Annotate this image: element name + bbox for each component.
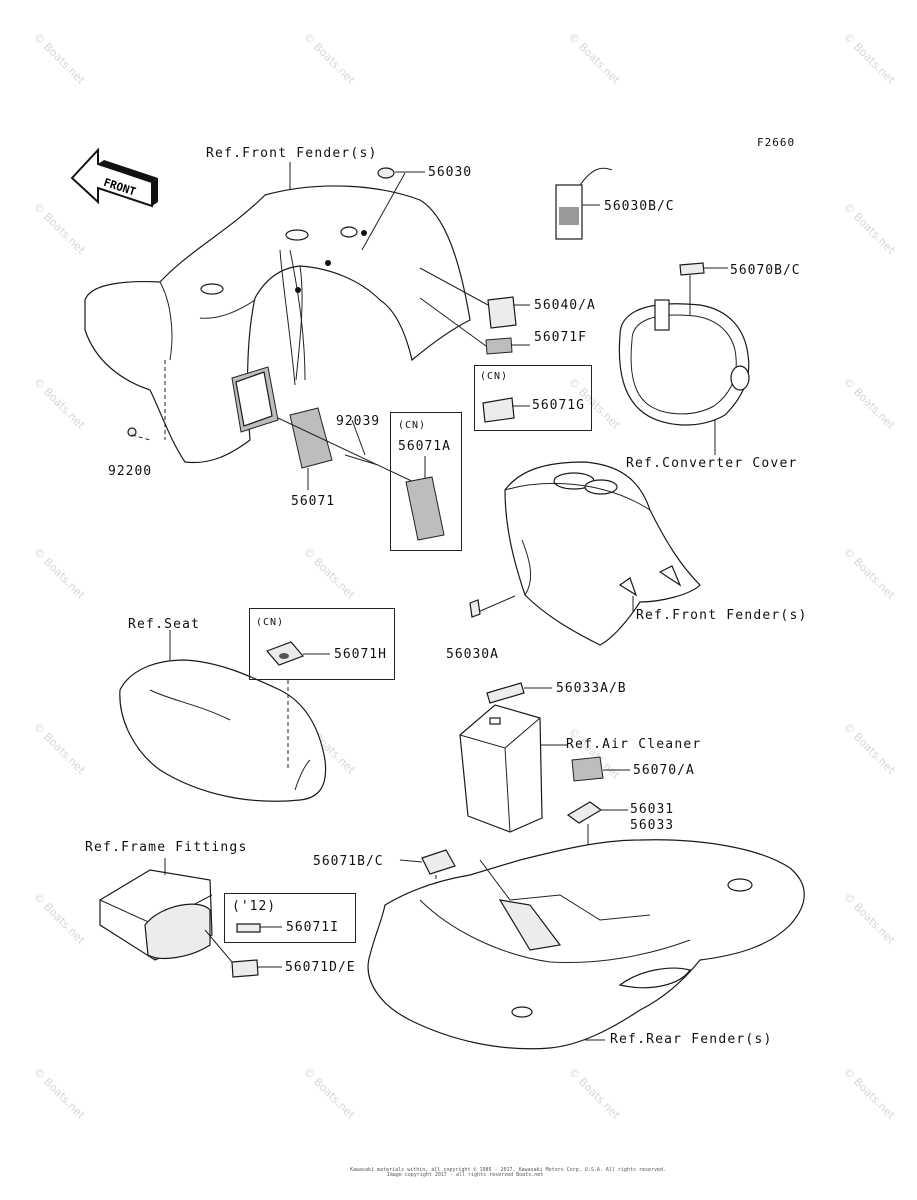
label-56070bc: 56070B/C	[730, 263, 801, 278]
label-56071i: 56071I	[286, 920, 339, 935]
label-ref-seat: Ref.Seat	[128, 617, 201, 632]
decal-56031	[566, 801, 603, 824]
air-cleaner	[459, 704, 568, 833]
label-cn-a: (CN)	[398, 420, 427, 431]
frame-fittings	[99, 858, 213, 961]
label-56040a: 56040/A	[534, 298, 596, 313]
label-year-12: ('12)	[232, 899, 277, 914]
decal-56070a	[571, 756, 604, 782]
label-ref-frame-fittings: Ref.Frame Fittings	[85, 840, 248, 855]
clip-92200	[127, 427, 137, 437]
decal-56071i	[236, 923, 261, 933]
label-56033ab: 56033A/B	[556, 681, 627, 696]
label-92200: 92200	[108, 464, 153, 479]
label-cn-g: (CN)	[480, 371, 509, 382]
seat	[119, 630, 327, 802]
label-56071h: 56071H	[334, 647, 387, 662]
decal-56071bc	[421, 849, 456, 875]
decal-56071f	[485, 337, 513, 355]
decal-56071	[289, 407, 333, 469]
decal-56040a	[487, 296, 517, 329]
converter-cover	[618, 299, 750, 455]
front-fender-mid	[477, 461, 701, 646]
clip-56030	[377, 167, 395, 179]
label-ref-converter-cover: Ref.Converter Cover	[626, 456, 798, 471]
label-56030bc: 56030B/C	[604, 199, 675, 214]
copyright-notice: Kawasaki materials within, all copyright…	[350, 1167, 667, 1178]
year-box-56071i	[224, 893, 356, 943]
label-56071a: 56071A	[398, 439, 451, 454]
front-arrow-icon: FRONT	[70, 147, 158, 208]
label-56071de: 56071D/E	[285, 960, 356, 975]
label-56070a: 56070/A	[633, 763, 695, 778]
label-56031: 56031	[630, 802, 675, 817]
label-56071f: 56071F	[534, 330, 587, 345]
decal-56033ab	[486, 682, 525, 704]
rear-fender	[367, 839, 805, 1050]
copyright-line-1: Kawasaki materials within, all copyright…	[350, 1167, 667, 1173]
cn-box-56071g	[474, 365, 592, 431]
decal-56070bc	[679, 262, 705, 276]
decal-56071a	[405, 476, 445, 541]
figure-code: F2660	[757, 136, 796, 149]
label-56071g: 56071G	[532, 398, 585, 413]
label-ref-air-cleaner: Ref.Air Cleaner	[566, 737, 702, 752]
label-56071bc: 56071B/C	[313, 854, 384, 869]
label-92039: 92039	[336, 414, 381, 429]
label-cn-h: (CN)	[256, 617, 285, 628]
front-fender-top	[84, 162, 471, 464]
label-56033: 56033	[630, 818, 675, 833]
decal-56071g	[482, 397, 515, 423]
tag-56030bc	[555, 167, 613, 240]
clip-56030a	[469, 599, 481, 618]
label-56071: 56071	[291, 494, 336, 509]
label-ref-rear-fender: Ref.Rear Fender(s)	[610, 1032, 773, 1047]
label-ref-front-fender-mid: Ref.Front Fender(s)	[636, 608, 808, 623]
cn-box-56071h	[249, 608, 395, 680]
cn-box-56071a	[390, 412, 462, 551]
label-56030: 56030	[428, 165, 473, 180]
decal-56071de	[231, 959, 259, 978]
copyright-line-2: Image copyright 2017 - all rights reserv…	[386, 1172, 544, 1178]
label-56030a: 56030A	[446, 647, 499, 662]
label-ref-front-fender-top: Ref.Front Fender(s)	[206, 146, 378, 161]
